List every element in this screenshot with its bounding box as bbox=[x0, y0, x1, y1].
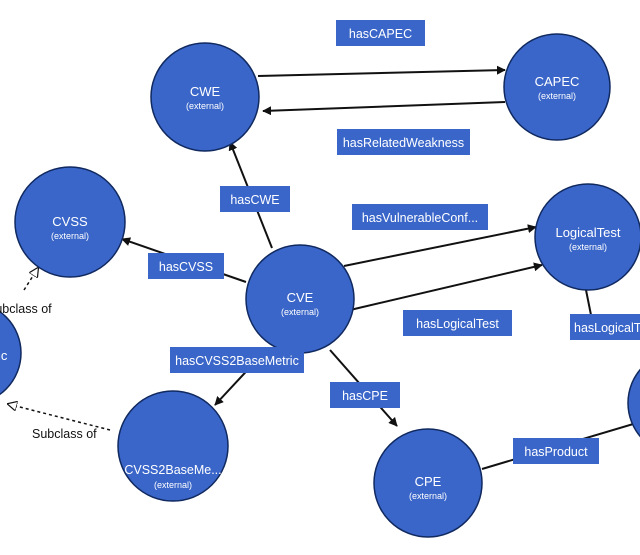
node-logicaltest-sub: (external) bbox=[569, 242, 607, 252]
node-capec[interactable]: CAPEC (external) bbox=[503, 33, 611, 141]
edge-label-hascvss2basemetric-text: hasCVSS2BaseMetric bbox=[175, 354, 299, 368]
edge-label-haslogicalt-partial-text: hasLogicalT bbox=[574, 321, 640, 335]
edge-label-hascapec-text: hasCAPEC bbox=[349, 27, 412, 41]
edge-subclass-top bbox=[23, 268, 38, 291]
edge-cve-logicaltest-vulnconf bbox=[343, 224, 537, 267]
edge-label-hascpe-text: hasCPE bbox=[342, 389, 388, 403]
edge-label-haslogicaltest[interactable]: hasLogicalTest bbox=[403, 310, 512, 336]
node-cvss-title: CVSS bbox=[52, 214, 88, 229]
edge-label-hasrelatedweakness[interactable]: hasRelatedWeakness bbox=[337, 129, 470, 155]
edge-label-hasvulnerableconf-text: hasVulnerableConf... bbox=[362, 211, 478, 225]
node-capec-title: CAPEC bbox=[535, 74, 580, 89]
node-cve[interactable]: CVE (external) bbox=[245, 244, 355, 354]
edge-label-hasproduct[interactable]: hasProduct bbox=[513, 438, 599, 464]
node-cwe-sub: (external) bbox=[186, 101, 224, 111]
node-cwe[interactable]: CWE (external) bbox=[150, 42, 260, 152]
subclass-of-label-bottom: Subclass of bbox=[32, 427, 97, 441]
edge-label-hascpe[interactable]: hasCPE bbox=[330, 382, 400, 408]
edge-label-hasproduct-text: hasProduct bbox=[524, 445, 588, 459]
node-logicaltest-title: LogicalTest bbox=[555, 225, 620, 240]
node-right-partial[interactable] bbox=[627, 351, 640, 455]
edge-cve-logicaltest bbox=[349, 262, 543, 311]
edge-label-hasvulnerableconf[interactable]: hasVulnerableConf... bbox=[352, 204, 488, 230]
edge-label-hascapec[interactable]: hasCAPEC bbox=[336, 20, 425, 46]
node-cvss2basemetric[interactable]: CVSS2BaseMe... (external) bbox=[117, 390, 229, 502]
node-cvss-sub: (external) bbox=[51, 231, 89, 241]
edge-label-haslogicalt-partial[interactable]: hasLogicalT bbox=[570, 314, 640, 340]
node-cve-title: CVE bbox=[287, 290, 314, 305]
node-cve-sub: (external) bbox=[281, 307, 319, 317]
node-capec-sub: (external) bbox=[538, 91, 576, 101]
edge-label-hascvss-text: hasCVSS bbox=[159, 260, 213, 274]
edge-label-hascwe-text: hasCWE bbox=[230, 193, 279, 207]
node-left-partial[interactable]: ic bbox=[0, 302, 22, 404]
node-left-partial-title: ic bbox=[0, 348, 8, 363]
edge-label-hascwe[interactable]: hasCWE bbox=[220, 186, 290, 212]
node-cvss2basemetric-title: CVSS2BaseMe... bbox=[124, 463, 221, 477]
node-cvss[interactable]: CVSS (external) bbox=[14, 166, 126, 278]
node-cpe-sub: (external) bbox=[409, 491, 447, 501]
edge-label-haslogicaltest-text: hasLogicalTest bbox=[416, 317, 499, 331]
edge-capec-cwe bbox=[262, 101, 506, 116]
node-cwe-title: CWE bbox=[190, 84, 221, 99]
node-logicaltest[interactable]: LogicalTest (external) bbox=[534, 183, 640, 291]
node-cpe[interactable]: CPE (external) bbox=[373, 428, 483, 538]
edge-label-hascvss2basemetric[interactable]: hasCVSS2BaseMetric bbox=[170, 347, 304, 373]
subclass-of-label-top: Subclass of bbox=[0, 302, 52, 316]
node-cvss2basemetric-sub: (external) bbox=[154, 480, 192, 490]
edge-cwe-capec bbox=[257, 65, 506, 77]
node-cpe-title: CPE bbox=[415, 474, 442, 489]
edge-label-hasrelatedweakness-text: hasRelatedWeakness bbox=[343, 136, 464, 150]
edge-label-hascvss[interactable]: hasCVSS bbox=[148, 253, 224, 279]
